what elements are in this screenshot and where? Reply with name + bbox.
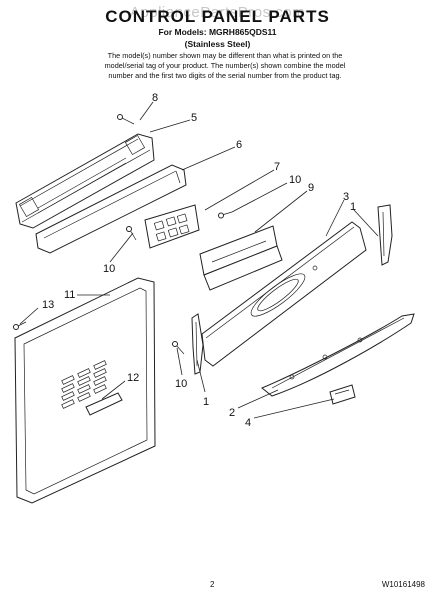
part-6-trim [35, 164, 187, 254]
callout-5: 5 [191, 112, 197, 124]
callout-10-lower: 10 [175, 378, 187, 390]
part-10-screw-upper [218, 211, 233, 219]
part-11-rear-panel [14, 277, 156, 504]
callout-8: 8 [152, 92, 158, 104]
page-number: 2 [210, 580, 215, 589]
callout-7: 7 [274, 161, 280, 173]
part-2-handle [261, 313, 415, 397]
models-line: For Models: MGRH865QDS11 [158, 27, 277, 37]
callout-13: 13 [42, 299, 54, 311]
page-title: CONTROL PANEL PARTS [105, 7, 330, 26]
part-10-screw-lower [172, 341, 185, 355]
callout-4: 4 [245, 417, 251, 429]
part-7-control-board [144, 204, 200, 249]
callout-10-upper: 10 [289, 174, 301, 186]
part-3-control-panel-face [201, 221, 367, 367]
part-10-screw-left [126, 226, 137, 241]
callout-11: 11 [64, 289, 75, 301]
part-4-block [329, 384, 356, 405]
callout-12: 12 [127, 372, 139, 384]
callout-1-upper: 1 [350, 201, 356, 213]
leader-lines [19, 101, 379, 419]
part-13-screw [13, 321, 27, 330]
callout-2: 2 [229, 407, 235, 419]
part-8-screw [117, 114, 135, 125]
model-note: The model(s) number shown may be differe… [104, 51, 346, 80]
callout-6: 6 [236, 139, 242, 151]
callout-10-left: 10 [103, 263, 115, 275]
part-5-backing-panel [15, 133, 155, 229]
callout-9: 9 [308, 182, 314, 194]
part-12-bracket [85, 392, 123, 416]
part-1-end-cap-right [377, 204, 393, 266]
watermark: AppliancePartsPros.com [129, 4, 306, 21]
finish-line: (Stainless Steel) [184, 39, 251, 49]
callout-3: 3 [343, 191, 349, 203]
part-1-end-cap-left [191, 313, 204, 375]
part-9-display-bracket [199, 225, 283, 291]
vent-slots [61, 360, 107, 409]
callout-1-lower: 1 [203, 396, 209, 408]
document-number: W10161498 [381, 580, 425, 589]
